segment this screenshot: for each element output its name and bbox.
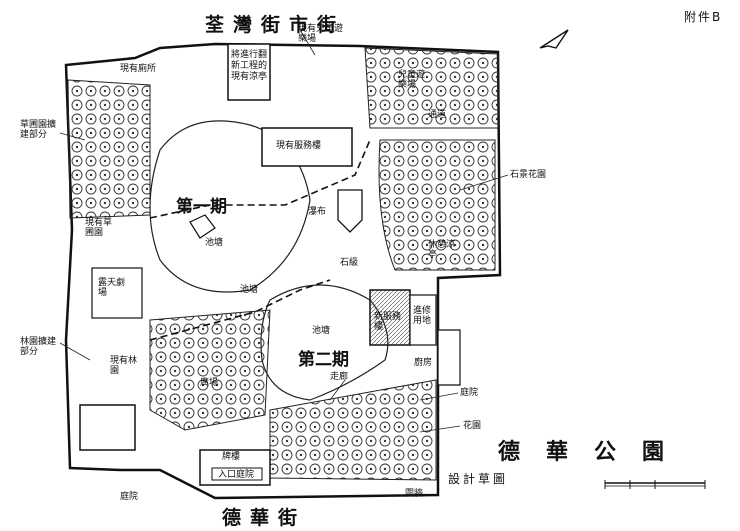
label-rest-pavilion: 休憩涼亭	[428, 240, 456, 260]
building-entrance-court	[211, 467, 263, 481]
pond-one	[149, 120, 311, 293]
label-open-air: 露天劇場	[98, 278, 126, 298]
phase-one-label: 第一期	[176, 197, 227, 217]
label-rebuild-pavilion: 將進行翻新工程的現有涼亭	[230, 50, 267, 82]
park-subtitle: 設計草圖	[448, 472, 509, 486]
label-path: 通道	[428, 110, 447, 120]
label-stepping: 石級	[340, 258, 359, 268]
building-pavilion-rebuild	[227, 43, 271, 101]
street-top: 荃灣街市街	[205, 14, 346, 36]
label-new-service: 新服務樓	[374, 312, 402, 332]
pavilion-phase-one	[189, 214, 216, 239]
label-corridor: 走廊	[330, 372, 349, 382]
east-annex	[437, 329, 461, 386]
label-existing-service: 現有服務樓	[276, 141, 322, 151]
label-existing-toilet: 現有廁所	[120, 64, 157, 74]
park-title: 德華公園	[498, 439, 691, 465]
label-fence: 圍牆	[405, 489, 424, 499]
label-courtyard: 庭院	[460, 388, 479, 398]
label-pond-one: 池塘	[205, 238, 224, 248]
label-flower-garden: 花園	[463, 421, 482, 431]
label-existing-forest: 現有林園	[110, 356, 138, 376]
phase-boundary	[149, 139, 371, 219]
tree-zone-northeast	[364, 47, 499, 129]
scale-bar-icon	[604, 480, 706, 489]
building-reserved	[409, 294, 437, 346]
building-lawn-house	[91, 267, 143, 319]
tree-zone-east	[378, 139, 496, 271]
label-forest-extension: 林園擴建部分	[20, 337, 57, 357]
label-garden-court: 庭院	[120, 492, 139, 502]
label-existing-playground: 現有兒童遊樂場	[298, 24, 344, 44]
label-kids-play: 兒童遊樂場	[398, 70, 426, 90]
pond-two	[260, 284, 389, 401]
phase-boundary-south	[149, 279, 331, 341]
building-existing-service	[261, 127, 353, 167]
annex-label: 附件B	[684, 10, 723, 24]
phase-two-label: 第二期	[298, 350, 349, 370]
label-existing-lawn: 現有草圃園	[85, 218, 113, 238]
label-kitchen: 廚房	[414, 358, 433, 368]
building-west-pavilion	[79, 404, 136, 451]
building-new-service	[369, 289, 411, 346]
label-reserved: 進修用地	[413, 306, 432, 326]
tree-zone-west	[67, 79, 151, 219]
label-paifang: 牌樓	[222, 452, 241, 462]
label-plaza: 廣場	[200, 378, 219, 388]
tree-zone-southwest	[149, 309, 271, 431]
label-pond-two: 池塘	[240, 285, 259, 295]
label-lawn-extension: 草圃園擴建部分	[20, 120, 57, 140]
north-arrow-icon	[539, 29, 569, 49]
label-waterfall: 瀑布	[308, 207, 327, 217]
street-bottom: 德華街	[222, 507, 307, 529]
label-gate-house: 入口庭院	[218, 470, 255, 480]
label-pond-two-b: 池塘	[312, 326, 331, 336]
label-rock-garden: 石景花園	[510, 170, 547, 180]
pavilion-central	[337, 189, 363, 233]
